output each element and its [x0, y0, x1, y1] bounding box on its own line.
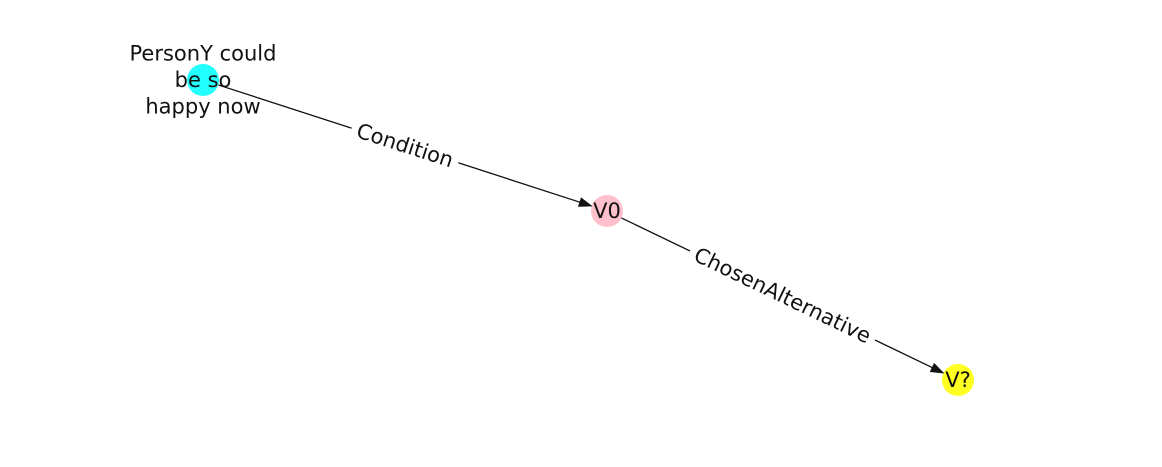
edge-label-group: Condition: [347, 114, 463, 177]
edge-label-background: [683, 238, 882, 353]
graph-node: [591, 195, 623, 227]
graph-node: [187, 64, 219, 96]
node-label: be so: [175, 68, 232, 92]
edge-label: Condition: [354, 119, 457, 173]
graph-node: [942, 364, 974, 396]
node-label: V?: [945, 368, 971, 392]
edge-label-background: [347, 114, 463, 177]
node-label: PersonY could: [130, 42, 277, 66]
edge-label: ChosenAlternative: [690, 243, 875, 348]
edge-label-group: ChosenAlternative: [683, 238, 882, 353]
node-label: happy now: [145, 95, 260, 119]
node-label: V0: [593, 199, 621, 223]
